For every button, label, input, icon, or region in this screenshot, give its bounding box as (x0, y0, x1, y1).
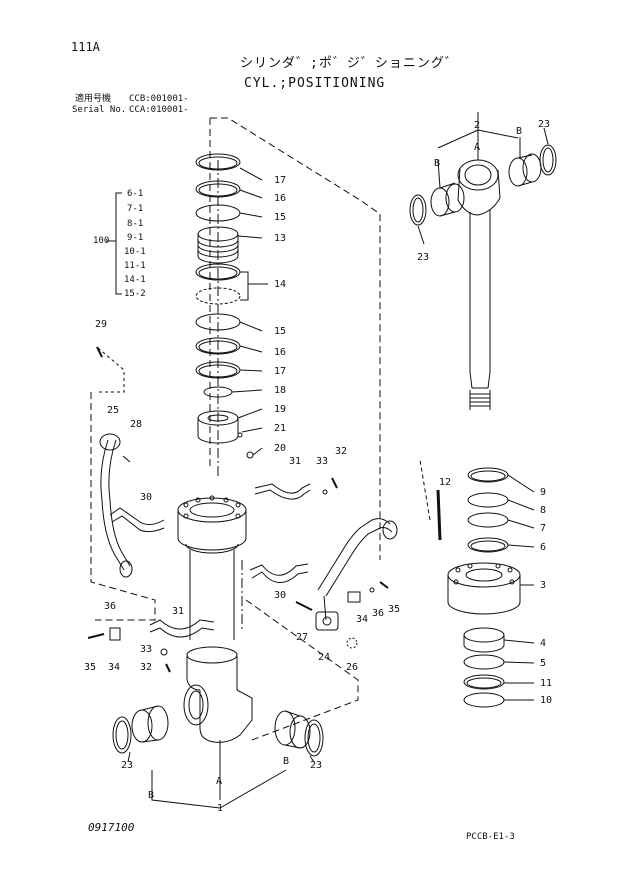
callout-B: B (148, 790, 154, 801)
title-japanese: シリンダ゛;ポ゛ジ゛ショニング゛ (240, 56, 459, 71)
callout-13: 13 (274, 233, 286, 244)
bushing (131, 705, 169, 743)
callout-16: 16 (274, 347, 286, 358)
hydraulic-pipe (315, 518, 398, 631)
kit-item: 10-1 (124, 247, 146, 257)
callout-28: 28 (130, 419, 142, 430)
seal-ring (195, 153, 241, 171)
callout-26: 26 (346, 662, 358, 673)
callout-35: 35 (388, 604, 400, 615)
callout-3: 3 (540, 580, 546, 591)
callout-1: 1 (217, 803, 223, 814)
callout-31: 31 (289, 456, 301, 467)
kit-item: 15-2 (124, 289, 146, 299)
callout-5: 5 (540, 658, 546, 669)
callout-16: 16 (274, 193, 286, 204)
callout-11: 11 (540, 678, 552, 689)
callout-32: 32 (335, 446, 347, 457)
page-code: PCCB-E1-3 (466, 832, 515, 842)
page-number: 111A (71, 40, 100, 54)
callout-9: 9 (540, 487, 546, 498)
callout-B: B (434, 158, 440, 169)
kit-item: 8-1 (127, 219, 144, 229)
callout-15: 15 (274, 326, 286, 337)
cylinder-head (447, 562, 521, 615)
seal-ring (195, 180, 241, 198)
callout-A: A (474, 142, 480, 153)
callout-15: 15 (274, 212, 286, 223)
callout-18: 18 (274, 385, 286, 396)
callout-34: 34 (108, 662, 120, 673)
callout-30: 30 (274, 590, 286, 601)
callout-23: 23 (310, 760, 322, 771)
callout-7: 7 (540, 523, 546, 534)
pipe-clamp (249, 563, 309, 583)
callout-24: 24 (318, 652, 330, 663)
callout-B: B (283, 756, 289, 767)
callout-12: 12 (439, 477, 451, 488)
callout-17: 17 (274, 366, 286, 377)
callout-8: 8 (540, 505, 546, 516)
applicable-value-1: CCB:001001- (129, 94, 189, 104)
bushing (463, 627, 505, 653)
kit-bracket (115, 192, 122, 295)
callout-10: 10 (540, 695, 552, 706)
callout-36: 36 (372, 608, 384, 619)
callout-33: 33 (140, 644, 152, 655)
piston (197, 226, 239, 264)
kit-item: 9-1 (127, 233, 144, 243)
date-code: 0917100 (88, 821, 135, 834)
seal-ring (304, 719, 324, 757)
hydraulic-pipe (99, 433, 133, 578)
callout-23: 23 (417, 252, 429, 263)
pipe-clamp (149, 619, 215, 638)
bushing (508, 153, 542, 187)
callout-4: 4 (540, 638, 546, 649)
callout-21: 21 (274, 423, 286, 434)
pipe-clamp (254, 483, 311, 500)
callout-23: 23 (538, 119, 550, 130)
callout-31: 31 (172, 606, 184, 617)
applicable-label-en: Serial No. (72, 105, 127, 115)
callout-6: 6 (540, 542, 546, 553)
title-english: CYL.;POSITIONING (244, 76, 386, 91)
kit-item: 11-1 (124, 261, 146, 271)
callout-A: A (216, 776, 222, 787)
cylinder-tube (177, 495, 253, 743)
callout-35: 35 (84, 662, 96, 673)
callout-34: 34 (356, 614, 368, 625)
bushing (274, 710, 311, 749)
callout-32: 32 (140, 662, 152, 673)
group-boundary (210, 117, 381, 560)
kit-item: 14-1 (124, 275, 146, 285)
callout-29: 29 (95, 319, 107, 330)
callout-23: 23 (121, 760, 133, 771)
bushing (430, 182, 465, 217)
seal-ring (112, 716, 132, 754)
kit-number: 100 (93, 236, 110, 246)
kit-item: 6-1 (127, 189, 144, 199)
kit-item: 7-1 (127, 204, 144, 214)
callout-17: 17 (274, 175, 286, 186)
callout-19: 19 (274, 404, 286, 415)
applicable-value-2: CCA:010001- (129, 105, 189, 115)
callout-14: 14 (274, 279, 286, 290)
callout-30: 30 (140, 492, 152, 503)
callout-B: B (516, 126, 522, 137)
callout-20: 20 (274, 443, 286, 454)
callout-25: 25 (107, 405, 119, 416)
callout-36: 36 (104, 601, 116, 612)
callout-2: 2 (474, 120, 480, 131)
pipe-clamp (109, 507, 165, 533)
applicable-label-jp: 適用号機 (75, 94, 112, 104)
callout-27: 27 (296, 632, 308, 643)
callout-33: 33 (316, 456, 328, 467)
